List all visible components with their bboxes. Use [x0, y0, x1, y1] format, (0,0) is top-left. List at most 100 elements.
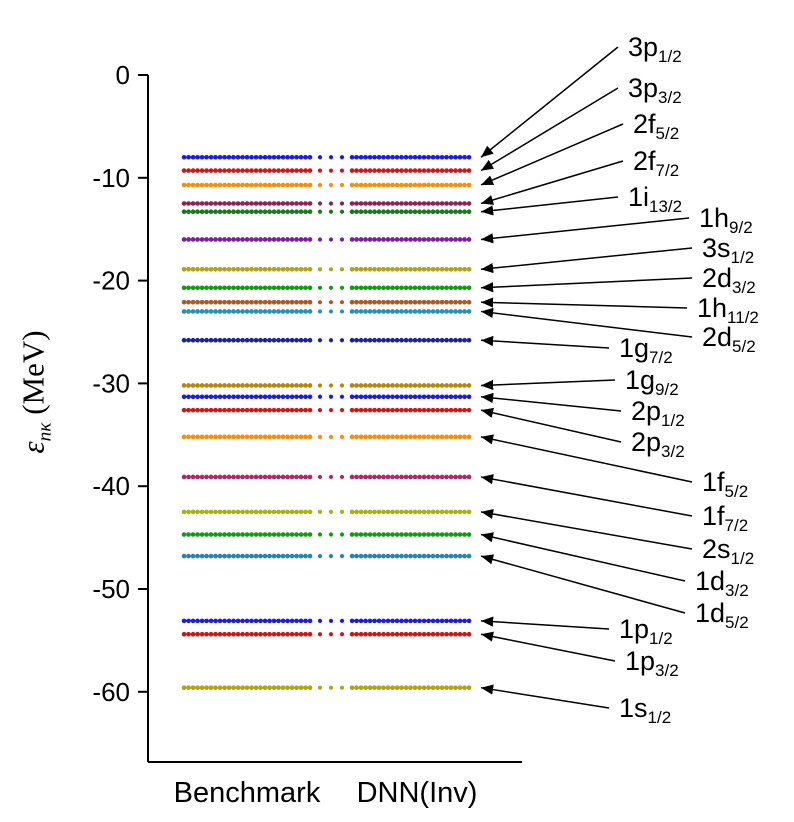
- ellipsis-dot: [339, 618, 345, 623]
- ellipsis-dot: [328, 209, 334, 214]
- ellipsis-dot: [317, 618, 323, 623]
- level-label: 1g9/2: [625, 365, 679, 399]
- ellipsis-dot: [328, 554, 334, 559]
- level-arrow: [480, 335, 610, 349]
- y-tick-label: -50: [92, 574, 130, 604]
- level-label: 3p3/2: [628, 73, 682, 107]
- ellipsis-dot: [339, 632, 345, 637]
- level-1p3/2: 1p3/2: [181, 631, 679, 680]
- ellipsis-dot: [339, 267, 345, 272]
- level-2f7/2: 2f7/2: [181, 146, 679, 206]
- y-tick-label: -20: [92, 266, 130, 296]
- ellipsis-dot: [317, 408, 323, 413]
- ellipsis-dot: [328, 509, 334, 514]
- level-3p1/2: 3p1/2: [181, 32, 682, 160]
- y-tick-label: -60: [92, 677, 130, 707]
- ellipsis-dot: [317, 394, 323, 399]
- ellipsis-dot: [328, 532, 334, 537]
- level-1h11/2: 1h11/2: [181, 293, 759, 327]
- ellipsis-dot: [339, 168, 345, 173]
- epsilon-subscript: nκ: [34, 422, 56, 442]
- ellipsis-dot: [317, 182, 323, 188]
- level-1g9/2: 1g9/2: [181, 365, 679, 399]
- ellipsis-dot: [328, 632, 334, 637]
- ellipsis-dot: [339, 474, 345, 480]
- level-arrow: [480, 307, 693, 338]
- level-1p1/2: 1p1/2: [181, 614, 673, 648]
- ellipsis-dot: [339, 309, 345, 314]
- level-label: 2p1/2: [631, 396, 685, 430]
- ellipsis-dot: [339, 408, 345, 413]
- level-label: 3s1/2: [702, 233, 754, 267]
- y-tick-label: -40: [92, 471, 130, 501]
- level-label: 1i13/2: [628, 182, 682, 216]
- ellipsis-dot: [339, 434, 345, 439]
- ellipsis-dot: [339, 201, 345, 206]
- ellipsis-dot: [328, 394, 334, 399]
- level-label: 2d5/2: [702, 322, 756, 356]
- level-2d3/2: 2d3/2: [181, 263, 756, 297]
- ellipsis-dot: [339, 209, 345, 214]
- level-arrow: [480, 508, 693, 550]
- ellipsis-dot: [317, 338, 323, 343]
- ellipsis-dot: [317, 554, 323, 559]
- level-2s1/2: 2s1/2: [181, 508, 754, 568]
- ellipsis-dot: [328, 408, 334, 413]
- level-arrow: [480, 554, 686, 614]
- y-tick-label: -10: [92, 163, 130, 193]
- level-label: 2f7/2: [633, 146, 679, 180]
- level-arrow: [480, 247, 693, 274]
- level-label: 1h11/2: [697, 293, 759, 327]
- level-arrow: [480, 631, 616, 662]
- ellipsis-dot: [339, 383, 345, 388]
- level-label: 1f5/2: [702, 467, 748, 501]
- level-1f7/2: 1f7/2: [181, 474, 748, 535]
- level-arrow: [480, 217, 690, 244]
- level-label: 1d5/2: [695, 598, 749, 632]
- level-label: 3p1/2: [628, 32, 682, 66]
- ellipsis-dot: [328, 285, 334, 290]
- level-label: 1d3/2: [695, 566, 749, 600]
- level-arrow: [480, 87, 619, 172]
- ellipsis-dot: [317, 209, 323, 214]
- level-1s1/2: 1s1/2: [181, 684, 671, 727]
- level-label: 1p1/2: [619, 614, 673, 648]
- ellipsis-dot: [317, 285, 323, 290]
- x-category-label-benchmark: Benchmark: [174, 777, 321, 809]
- level-label: 1p3/2: [625, 646, 679, 680]
- y-axis-unit: (MeV): [15, 330, 51, 423]
- y-axis-label: εnκ (MeV): [15, 330, 56, 453]
- level-1f5/2: 1f5/2: [181, 434, 748, 501]
- level-arrow: [480, 684, 610, 709]
- level-arrow: [480, 532, 686, 582]
- y-tick-label: -30: [92, 368, 130, 398]
- level-label: 1g7/2: [619, 333, 673, 367]
- ellipsis-dot: [339, 394, 345, 399]
- level-arrow: [480, 297, 688, 309]
- ellipsis-dot: [328, 474, 334, 480]
- ellipsis-dot: [317, 168, 323, 173]
- ellipsis-dot: [339, 182, 345, 188]
- level-1i13/2: 1i13/2: [181, 182, 682, 216]
- ellipsis-dot: [317, 685, 323, 690]
- ellipsis-dot: [328, 300, 334, 305]
- level-arrow: [480, 379, 616, 391]
- ellipsis-dot: [328, 201, 334, 206]
- level-arrow: [480, 160, 624, 205]
- ellipsis-dot: [328, 618, 334, 623]
- level-label: 2p3/2: [631, 427, 685, 461]
- level-arrow: [480, 46, 619, 158]
- level-arrow: [480, 392, 622, 412]
- level-label: 1h9/2: [699, 203, 753, 237]
- level-label: 2s1/2: [702, 534, 754, 568]
- ellipsis-dot: [339, 300, 345, 305]
- ellipsis-dot: [328, 309, 334, 314]
- level-arrow: [480, 616, 610, 630]
- level-label: 1s1/2: [619, 693, 671, 727]
- ellipsis-dot: [317, 237, 323, 242]
- level-1g7/2: 1g7/2: [181, 333, 673, 367]
- ellipsis-dot: [339, 338, 345, 343]
- ellipsis-dot: [339, 155, 345, 160]
- ellipsis-dot: [339, 285, 345, 290]
